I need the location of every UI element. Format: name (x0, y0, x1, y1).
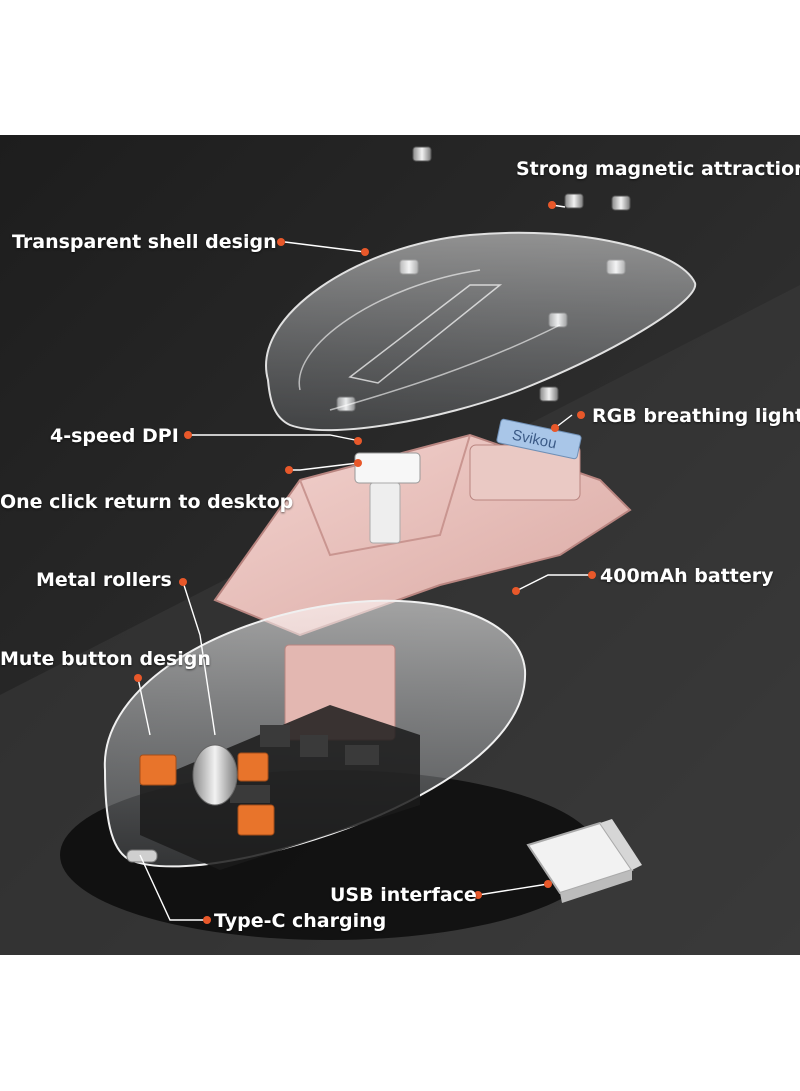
pcb-components (230, 725, 379, 803)
callout-battery: 400mAh battery (600, 565, 774, 587)
callout-mute: Mute button design (0, 648, 211, 670)
callout-rgb: RGB breathing light (592, 405, 800, 427)
callout-shell: Transparent shell design (12, 231, 277, 253)
type-c-port (126, 849, 158, 863)
callout-dpi: 4-speed DPI (50, 425, 179, 447)
callout-leaders (137, 204, 592, 921)
product-photo-panel: Svikou (0, 135, 800, 955)
callout-rollers: Metal rollers (36, 569, 172, 591)
callout-usb: USB interface (330, 884, 477, 906)
bottom-shell (103, 599, 527, 870)
transparent-shell (265, 231, 697, 432)
usb-dongle (526, 819, 642, 903)
orange-switches (139, 752, 275, 836)
callout-dots (134, 201, 596, 924)
exploded-mouse-illustration: Svikou (0, 135, 800, 955)
callout-magnetic: Strong magnetic attraction (516, 158, 800, 180)
callout-typec: Type-C charging (214, 910, 387, 932)
callout-desktop: One click return to desktop (0, 491, 294, 513)
pink-frame: Svikou (213, 418, 632, 637)
metal-roller (192, 744, 238, 806)
